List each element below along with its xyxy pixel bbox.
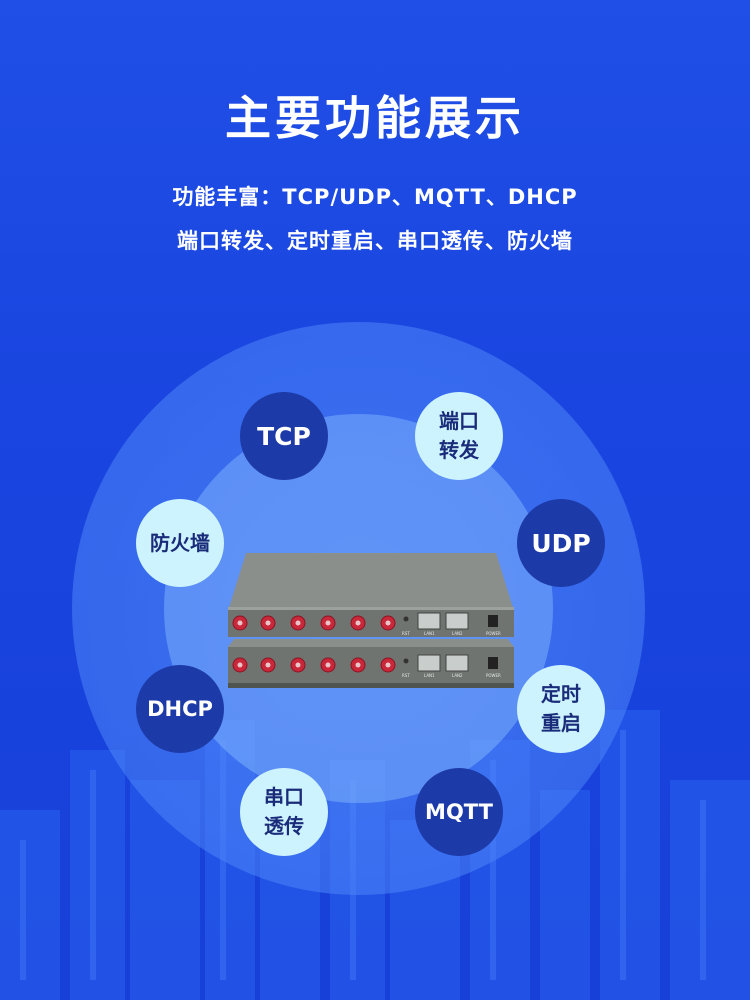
bubble-port-forwarding-line2: 转发 <box>439 438 479 462</box>
bubble-dhcp: DHCP <box>136 665 224 753</box>
bubble-serial-passthrough-line2: 透传 <box>264 814 304 838</box>
bubble-serial-passthrough: 串口 透传 <box>240 768 328 856</box>
bubble-tcp-label: TCP <box>257 421 311 451</box>
bubble-dhcp-label: DHCP <box>147 697 213 721</box>
lan2-label-top: LAN2 <box>452 631 463 636</box>
power-label-bottom: POWER <box>486 673 501 678</box>
rst-label-bottom: RST <box>402 673 410 678</box>
bubble-mqtt: MQTT <box>415 768 503 856</box>
feature-summary-line-1: 功能丰富：TCP/UDP、MQTT、DHCP <box>172 185 578 209</box>
bubble-port-forwarding-line1: 端口 <box>439 409 479 433</box>
bubble-timed-restart: 定时 重启 <box>517 665 605 753</box>
bubble-timed-restart-line2: 重启 <box>541 711 581 735</box>
page-headline: 主要功能展示 <box>225 91 525 145</box>
feature-summary-line-2: 端口转发、定时重启、串口透传、防火墙 <box>177 229 573 253</box>
lan2-label-bottom: LAN2 <box>452 673 463 678</box>
bubble-tcp: TCP <box>240 392 328 480</box>
bubble-serial-passthrough-line1: 串口 <box>264 785 304 809</box>
lan1-label-top: LAN1 <box>424 631 435 636</box>
lan1-label-bottom: LAN1 <box>424 673 435 678</box>
bubble-udp: UDP <box>517 499 605 587</box>
bubble-udp-label: UDP <box>531 528 591 558</box>
rst-label-top: RST <box>402 631 410 636</box>
bubble-timed-restart-line1: 定时 <box>541 682 581 706</box>
bubble-mqtt-label: MQTT <box>425 800 493 824</box>
bubble-port-forwarding: 端口 转发 <box>415 392 503 480</box>
bubble-firewall: 防火墙 <box>136 499 224 587</box>
power-label-top: POWER <box>486 631 501 636</box>
bubble-firewall-label: 防火墙 <box>150 530 210 555</box>
router-device-image: RST LAN1 LAN2 POWER RST LAN1 LAN2 POWER <box>228 553 514 688</box>
